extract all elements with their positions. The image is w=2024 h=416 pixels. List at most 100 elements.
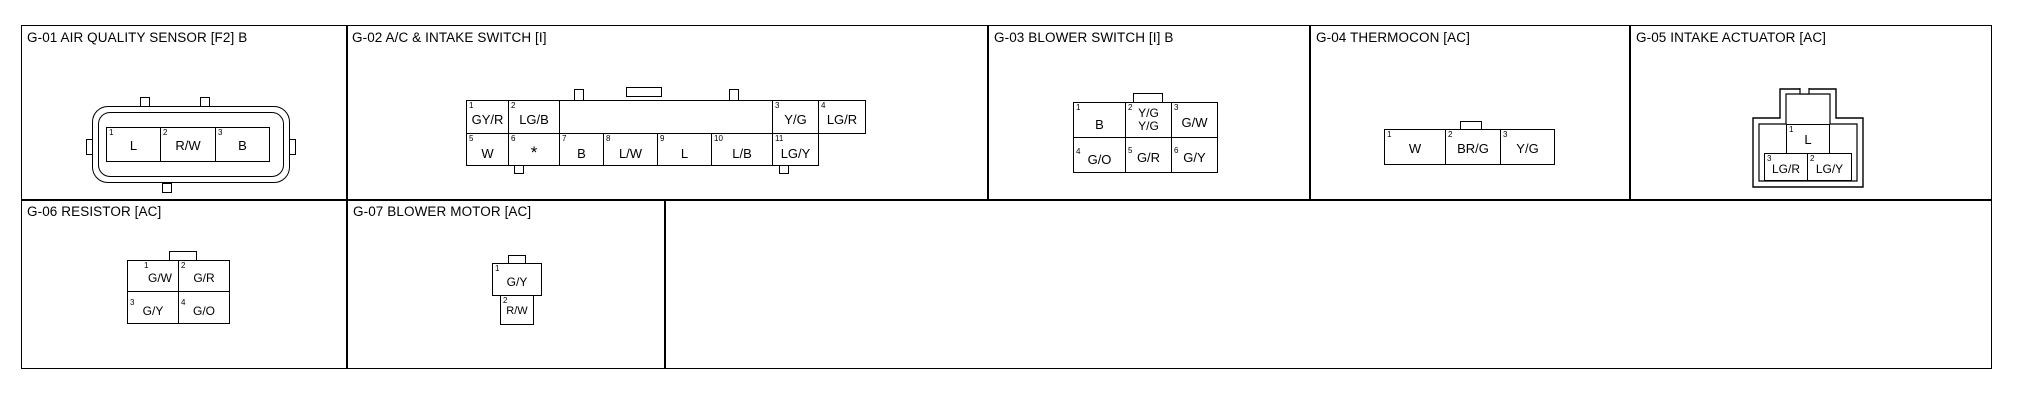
pin-number: 4 [821, 101, 826, 110]
pin-cell: 7 B [559, 133, 604, 166]
pin-wire-color: Y/G [1138, 106, 1159, 120]
divider [664, 199, 666, 369]
divider [1629, 25, 1631, 201]
pin-cell: 3 G/Y [127, 291, 179, 324]
pin-wire-color: R/W [175, 138, 201, 153]
pin-wire-color: G/R [193, 271, 215, 285]
pin-number: 1 [1789, 125, 1794, 134]
pin-cell: 2 LG/B [508, 100, 560, 134]
pin-number: 6 [1174, 146, 1179, 155]
pin-number: 1 [469, 101, 474, 110]
pin-wire-color: G/W [148, 271, 172, 285]
pin-wire-color: G/R [1136, 150, 1161, 165]
pin-number: 1 [144, 261, 149, 270]
pin-cell: 3 LG/R [1764, 153, 1808, 181]
pin-cell: 9 L [657, 133, 712, 166]
pin-number: 3 [1767, 154, 1772, 163]
connector-g05: 1 L 3 LG/R 2 LG/Y [1752, 88, 1864, 188]
bottom-row-frame [21, 199, 1992, 369]
pin-wire-color: W [1408, 141, 1422, 156]
pin-cell: 1 B [1073, 102, 1126, 138]
pin-number: 2 [1128, 103, 1133, 112]
divider [1309, 25, 1311, 201]
pin-cell: 2 Y/G Y/G [1125, 102, 1172, 138]
pin-cell: 11 LG/Y [772, 133, 819, 166]
pin-wire-color: L [1804, 132, 1812, 147]
panel-title: G-07 BLOWER MOTOR [AC] [353, 204, 532, 219]
pin-wire-color: GY/R [471, 112, 504, 127]
divider [346, 25, 348, 201]
pin-number: 9 [660, 134, 665, 143]
pin-wire-color: * [530, 143, 538, 162]
connector-g02: 1 GY/R 2 LG/B 3 Y/G 4 LG/R 5 W 6 * 7 B [466, 87, 866, 197]
panel-g07: G-07 BLOWER MOTOR [AC] 1 G/Y 2 R/W [347, 199, 664, 369]
pin-wire-color: LG/R [826, 112, 858, 127]
connector-body [559, 100, 773, 134]
pin-number: 1 [1076, 103, 1081, 112]
pin-number: 8 [606, 134, 611, 143]
pin-wire-color: B [238, 138, 247, 153]
pin-number: 3 [1503, 130, 1508, 139]
pin-wire-color: Y/G [784, 112, 807, 127]
connector-g01: 1 L 2 R/W 3 B [86, 97, 296, 193]
pin-cell: 5 W [466, 133, 509, 166]
pin-wire-color: L/W [618, 146, 643, 161]
pin-number: 2 [1810, 154, 1815, 163]
pin-wire-color: W [481, 146, 494, 161]
pin-wire-color: LG/B [519, 112, 549, 127]
pin-cell: 3 G/W [1171, 102, 1218, 138]
pin-number: 1 [495, 264, 500, 273]
connector-latch [162, 183, 172, 193]
panel-g02: G-02 A/C & INTAKE SWITCH [I] 1 GY/R 2 LG… [346, 25, 987, 201]
pin-cell: 3 B [215, 127, 270, 162]
pin-wire-color: G/Y [1183, 150, 1206, 165]
pin-number: 7 [562, 134, 567, 143]
pin-wire-color: LG/Y [1815, 162, 1844, 176]
pin-number: 5 [469, 134, 474, 143]
pin-cell: 4 LG/R [818, 100, 866, 134]
pin-wire-color: LG/Y [780, 146, 811, 161]
panel-title: G-03 BLOWER SWITCH [I] B [994, 30, 1174, 45]
pin-cell: 2 R/W [500, 295, 534, 325]
panel-g06: G-06 RESISTOR [AC] 1 G/W 2 G/R 3 G/Y 4 G… [21, 199, 346, 369]
panel-g01: G-01 AIR QUALITY SENSOR [F2] B 1 L 2 R/W… [21, 25, 346, 201]
pin-number: 10 [714, 134, 723, 143]
pin-wire-color: G/W [1181, 115, 1208, 130]
pin-cell: 4 G/O [1073, 137, 1126, 173]
connector-g03: 1 B 2 Y/G Y/G 3 G/W 4 G/O 5 G/R 6 G/Y [1073, 93, 1223, 183]
pin-cell: 4 G/O [178, 291, 230, 324]
panel-title: G-04 THERMOCON [AC] [1316, 30, 1470, 45]
pin-number: 1 [109, 128, 114, 137]
pin-number: 3 [130, 298, 135, 307]
panel-title: G-06 RESISTOR [AC] [27, 204, 162, 219]
pin-cell: 1 GY/R [466, 100, 509, 134]
pin-number: 3 [1174, 103, 1179, 112]
pin-cell: 2 BR/G [1445, 129, 1501, 165]
pin-wire-color: L/B [732, 146, 752, 161]
pin-wire-color: L [129, 138, 138, 153]
pin-cell: 1 L [106, 127, 161, 162]
pin-wire-color: L [680, 146, 689, 161]
connector-latch [626, 87, 662, 97]
pin-wire-color: Y/G [1516, 141, 1539, 156]
pin-cell: 6 * [508, 133, 560, 166]
pin-number: 5 [1128, 146, 1133, 155]
pin-wire-color: G/O [192, 304, 215, 318]
pin-cell: 5 G/R [1125, 137, 1172, 173]
pin-cell: 1 G/Y [492, 263, 542, 296]
pin-cell: 8 L/W [603, 133, 658, 166]
pin-wire-color: B [577, 146, 586, 161]
pin-number: 2 [503, 296, 508, 305]
pin-number: 6 [511, 134, 516, 143]
pin-wire-color-2: Y/G [1138, 119, 1159, 133]
pin-number: 4 [181, 298, 186, 307]
pin-wire-color: G/Y [506, 275, 528, 289]
pin-number: 4 [1076, 147, 1081, 156]
connector-g07: 1 G/Y 2 R/W [492, 255, 552, 335]
connector-g04: 1 W 2 BR/G 3 Y/G [1384, 121, 1559, 171]
pin-wire-color: G/O [1087, 152, 1112, 167]
pin-number: 11 [775, 134, 784, 143]
panel-title: G-02 A/C & INTAKE SWITCH [I] [352, 30, 547, 45]
pin-number: 2 [181, 261, 186, 270]
pin-cell: 1 G/W [127, 260, 179, 292]
